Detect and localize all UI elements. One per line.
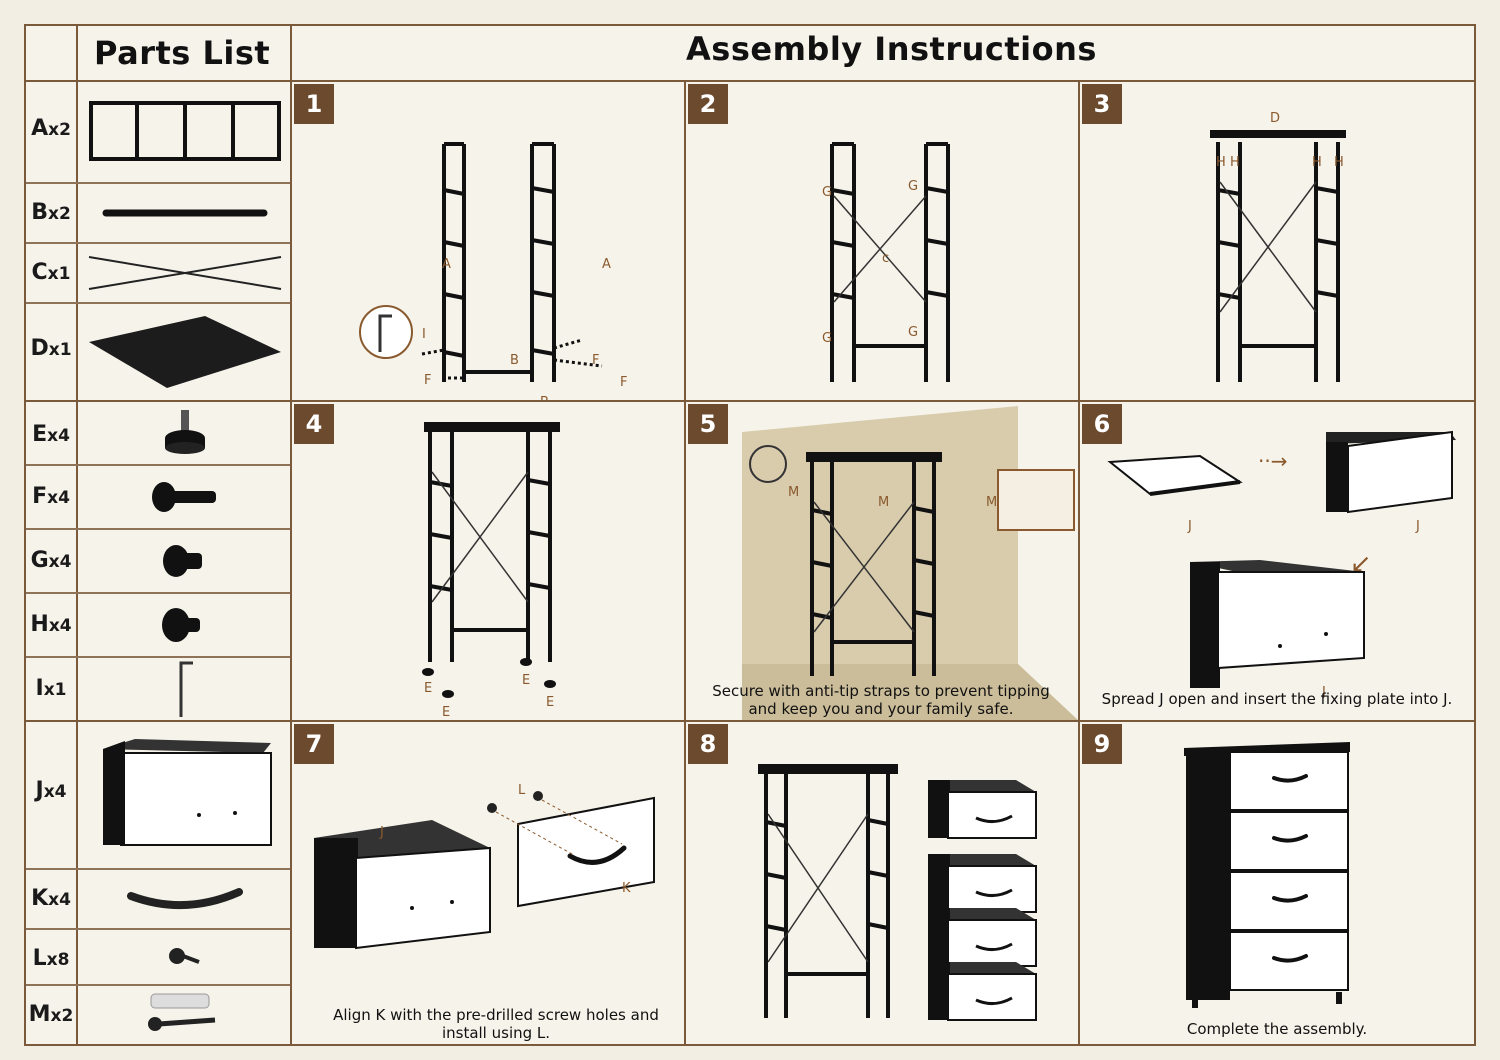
label-j: J: [379, 825, 384, 840]
step-4-diagram: E E E E: [292, 402, 684, 720]
part-label-f: Fx4: [26, 484, 76, 509]
part-label-g: Gx4: [26, 548, 76, 573]
assembly-title: Assembly Instructions: [686, 30, 1097, 68]
cross-brace-icon: [78, 244, 292, 302]
label-f-3: F: [620, 375, 627, 390]
part-label-b: Bx2: [26, 200, 76, 225]
step-6-diagram: ··→ ↙ J J J: [1080, 402, 1474, 698]
part-label-k: Kx4: [26, 886, 76, 911]
label-i: I: [422, 327, 426, 342]
part-label-m: Mx2: [26, 1002, 76, 1027]
label-a-right: A: [602, 257, 611, 272]
svg-text:··→: ··→: [1258, 449, 1287, 473]
part-label-h: Hx4: [26, 612, 76, 637]
label-g-1: G: [822, 185, 832, 200]
instruction-sheet: Parts List Assembly Instructions Ax2 Bx2…: [24, 24, 1476, 1046]
label-b-top: B: [510, 353, 519, 368]
label-c: c: [882, 251, 889, 266]
label-h-4: H: [1334, 155, 1344, 170]
step-5-caption: Secure with anti-tip straps to prevent t…: [706, 682, 1056, 718]
label-f-4: F: [446, 399, 453, 400]
label-m-2: M: [878, 495, 889, 510]
label-l: L: [518, 783, 526, 798]
part-label-e: Ex4: [26, 422, 76, 447]
step-9-caption: Complete the assembly.: [1080, 1020, 1474, 1038]
part-label-l: Lx8: [26, 946, 76, 971]
label-h-3: H: [1312, 155, 1322, 170]
label-m-1: M: [788, 485, 799, 500]
label-k: K: [622, 881, 631, 896]
label-g-4: G: [908, 325, 918, 340]
small-screw-icon: [78, 930, 292, 984]
label-f-1: F: [424, 373, 431, 388]
step-3-diagram: D H H H H: [1080, 82, 1474, 400]
label-a-left: A: [442, 257, 451, 272]
part-label-a: Ax2: [26, 116, 76, 141]
label-h-2: H: [1230, 155, 1240, 170]
long-bolt-icon: [78, 466, 292, 528]
handle-icon: [78, 870, 292, 928]
label-e-3: E: [522, 673, 530, 688]
allen-key-icon: [78, 658, 292, 720]
label-b-bottom: B: [540, 395, 549, 400]
part-label-j: Jx4: [26, 778, 76, 803]
rod-icon: [78, 184, 292, 242]
part-label-c: Cx1: [26, 260, 76, 285]
label-g-3: G: [822, 331, 832, 346]
label-d: D: [1270, 111, 1280, 126]
step-9-diagram: [1080, 722, 1474, 1012]
top-board-icon: [78, 304, 292, 400]
step-7-diagram: J L K: [292, 722, 684, 1002]
label-j-2: J: [1415, 519, 1420, 534]
step-2-diagram: G G G G c: [686, 82, 1078, 400]
step-5-diagram: M M M: [686, 402, 1078, 720]
step-8-diagram: [686, 722, 1078, 1044]
label-e-1: E: [424, 681, 432, 696]
label-f-2: F: [592, 353, 599, 368]
label-j-1: J: [1187, 519, 1192, 534]
anchor-screw-icon: [78, 986, 292, 1044]
fabric-drawer-icon: [78, 722, 292, 868]
short-bolt-icon: [78, 530, 292, 592]
label-e-2: E: [442, 705, 450, 720]
ladder-frame-icon: [78, 82, 292, 182]
leveling-foot-icon: [78, 402, 292, 464]
step-7-caption: Align K with the pre-drilled screw holes…: [326, 1006, 666, 1042]
label-g-2: G: [908, 179, 918, 194]
part-label-i: Ix1: [26, 676, 76, 701]
step-badge-5: 5: [688, 404, 728, 444]
label-e-4: E: [546, 695, 554, 710]
label-h-1: H: [1216, 155, 1226, 170]
step-6-caption: Spread J open and insert the fixing plat…: [1080, 690, 1474, 708]
parts-list-title: Parts List: [94, 34, 270, 72]
screw-icon: [78, 594, 292, 656]
step-1-diagram: A A B B F F F F I: [292, 82, 684, 400]
label-m-3: M: [986, 495, 997, 510]
part-label-d: Dx1: [26, 336, 76, 361]
